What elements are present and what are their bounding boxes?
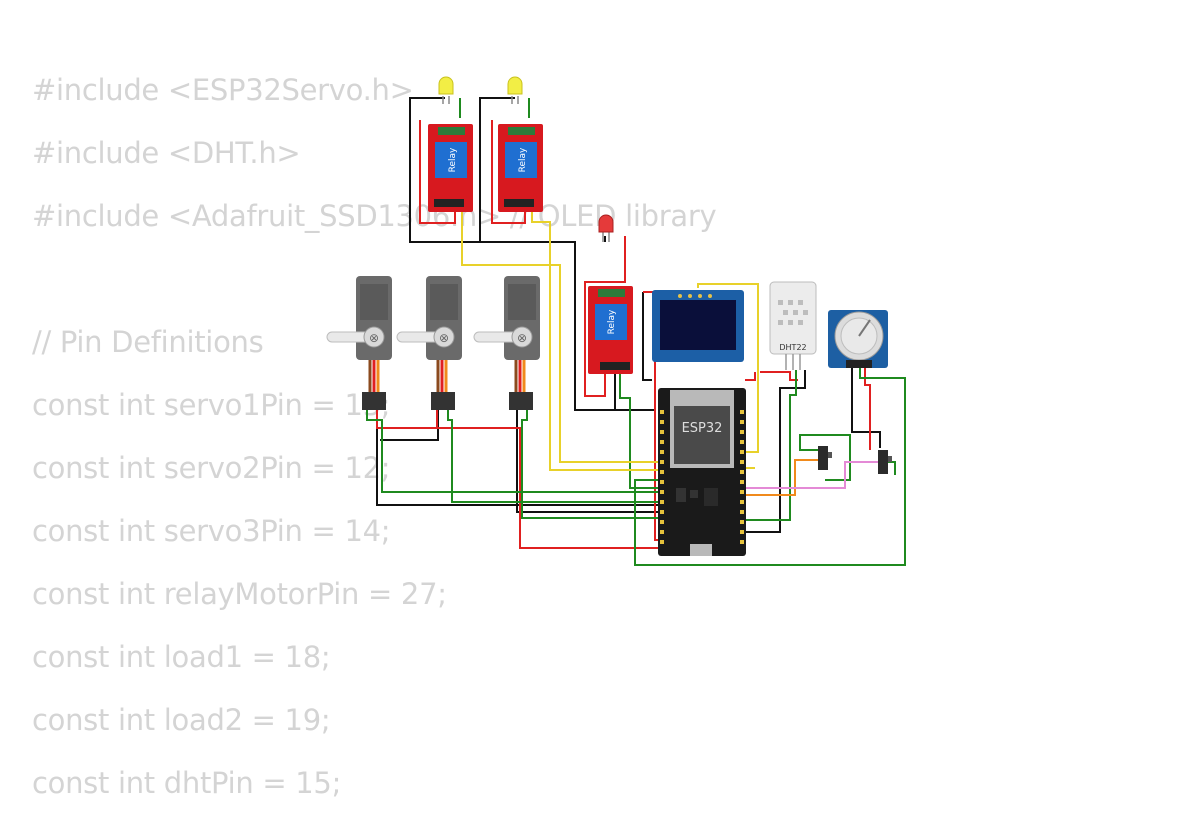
wire-black[interactable] bbox=[516, 410, 660, 513]
relay-module-2[interactable]: Relay bbox=[498, 124, 543, 212]
wire-red[interactable] bbox=[584, 236, 626, 397]
wire-green[interactable] bbox=[634, 368, 906, 566]
relay-label: Relay bbox=[448, 147, 458, 172]
wire-green[interactable] bbox=[521, 410, 660, 519]
wire-green[interactable] bbox=[447, 410, 660, 503]
wire-green[interactable] bbox=[619, 372, 660, 489]
esp32-label: ESP32 bbox=[682, 421, 723, 436]
wire-black[interactable] bbox=[745, 370, 806, 533]
circuit-diagram: Relay Relay Relay ⊗ ⊗ bbox=[326, 76, 906, 566]
dht-label: DHT22 bbox=[779, 343, 806, 352]
potentiometer[interactable] bbox=[828, 310, 888, 368]
wire-orange[interactable] bbox=[745, 459, 818, 496]
servo-1[interactable]: ⊗ bbox=[326, 276, 392, 410]
servo-3[interactable]: ⊗ bbox=[473, 276, 540, 410]
wire-yellow[interactable] bbox=[697, 283, 759, 453]
wires bbox=[366, 97, 906, 566]
svg-text:⊗: ⊗ bbox=[439, 331, 449, 345]
wire-pink[interactable] bbox=[745, 461, 880, 489]
code-line: const int servo2Pin = 12; bbox=[32, 451, 391, 485]
svg-text:⊗: ⊗ bbox=[369, 331, 379, 345]
wire-green[interactable] bbox=[366, 410, 660, 493]
code-line: const int dhtPin = 15; bbox=[32, 766, 342, 800]
wire-black[interactable] bbox=[380, 410, 439, 441]
code-line: const int servo3Pin = 14; bbox=[32, 514, 391, 548]
wire-black[interactable] bbox=[642, 292, 652, 381]
wire-red[interactable] bbox=[419, 120, 456, 224]
code-line: // Pin Definitions bbox=[32, 325, 264, 359]
wire-yellow[interactable] bbox=[531, 208, 660, 471]
led-yellow-2[interactable] bbox=[507, 76, 523, 104]
led-yellow-1[interactable] bbox=[438, 76, 454, 104]
wire-green[interactable] bbox=[745, 370, 797, 521]
esp32-board[interactable]: ESP32 bbox=[658, 388, 746, 556]
wire-black[interactable] bbox=[409, 97, 655, 411]
dht22-sensor[interactable]: DHT22 bbox=[769, 281, 817, 370]
code-line: const int load2 = 19; bbox=[32, 703, 331, 737]
servo-2[interactable]: ⊗ bbox=[396, 276, 462, 410]
wire-yellow[interactable] bbox=[461, 208, 660, 463]
code-line: #include <Adafruit_SSD1306.h> // OLED li… bbox=[32, 199, 717, 233]
relay-module-3[interactable]: Relay bbox=[588, 286, 633, 374]
wire-red[interactable] bbox=[745, 372, 756, 381]
slide-switch-1[interactable] bbox=[818, 446, 832, 470]
relay-label: Relay bbox=[607, 309, 617, 334]
relay-module-1[interactable]: Relay bbox=[428, 124, 473, 212]
wire-red[interactable] bbox=[760, 371, 798, 381]
svg-text:⊗: ⊗ bbox=[517, 331, 527, 345]
wire-black[interactable] bbox=[479, 97, 515, 242]
relay-label: Relay bbox=[518, 147, 528, 172]
led-red[interactable] bbox=[598, 214, 614, 242]
wire-black[interactable] bbox=[851, 368, 881, 448]
code-line: const int load1 = 18; bbox=[32, 640, 331, 674]
oled-display[interactable] bbox=[652, 290, 744, 362]
code-line: #include <ESP32Servo.h> bbox=[32, 73, 414, 107]
wire-red[interactable] bbox=[864, 368, 871, 450]
code-line: const int relayMotorPin = 27; bbox=[32, 577, 447, 611]
slide-switch-2[interactable] bbox=[878, 450, 892, 474]
wire-black[interactable] bbox=[376, 400, 660, 506]
wire-red[interactable] bbox=[491, 120, 526, 224]
code-line: #include <DHT.h> bbox=[32, 136, 301, 170]
